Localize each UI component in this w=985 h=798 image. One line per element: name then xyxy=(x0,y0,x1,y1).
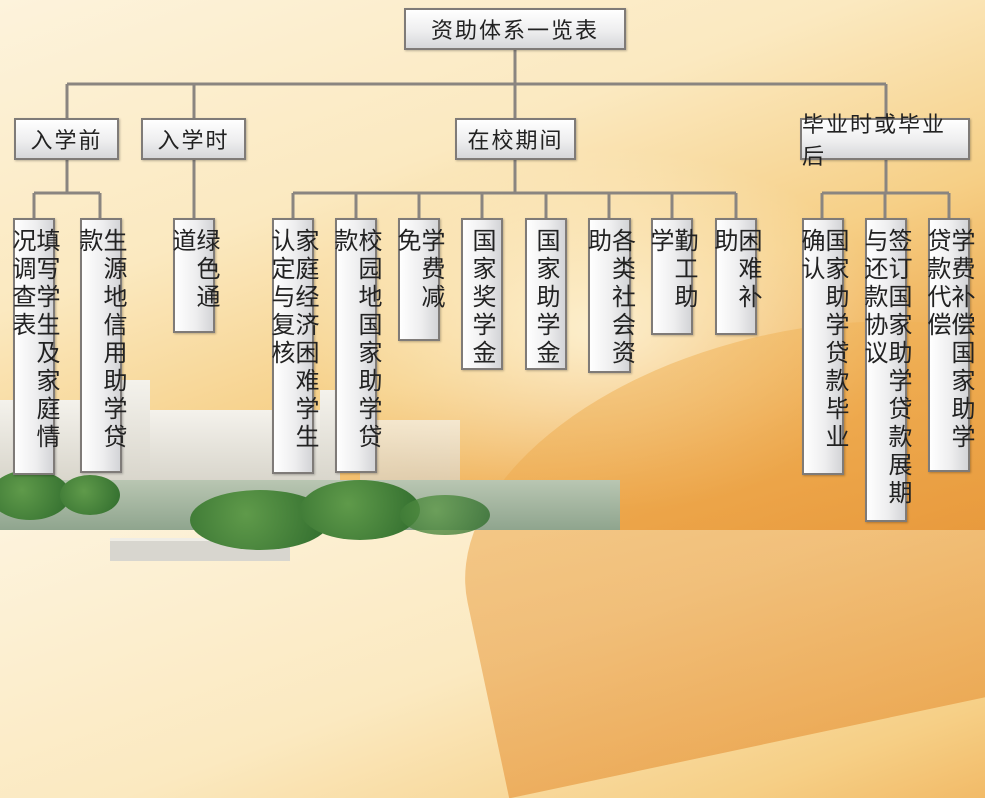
leaf-loan-extension-agreement: 签订国家助学贷款展期与还款协议 xyxy=(860,218,912,522)
stage-graduation: 毕业时或毕业后 xyxy=(800,113,970,170)
stage-during-school: 在校期间 xyxy=(455,118,576,160)
leaf-national-scholarship: 国家奖学金 xyxy=(461,218,503,370)
leaf-loan-graduation-confirmation: 国家助学贷款毕业确认 xyxy=(797,218,849,475)
root-title-box: 资助体系一览表 xyxy=(404,8,626,50)
leaf-green-channel: 绿色通道 xyxy=(168,218,220,333)
leaf-hardship-subsidy: 困难补助 xyxy=(710,218,762,335)
leaf-hardship-identification: 家庭经济困难学生认定与复核 xyxy=(267,218,319,474)
leaf-work-study: 勤工助学 xyxy=(646,218,698,335)
leaf-national-grant: 国家助学金 xyxy=(525,218,567,370)
leaf-tuition-waiver: 学费减免 xyxy=(393,218,445,341)
stage-before-enrollment: 入学前 xyxy=(14,118,119,160)
connector-lines xyxy=(32,50,951,218)
leaf-campus-loan: 校园地国家助学贷款 xyxy=(330,218,382,473)
leaf-social-aid: 各类社会资助 xyxy=(584,218,636,373)
stage-at-enrollment: 入学时 xyxy=(141,118,246,160)
leaf-survey-form: 填写学生及家庭情况调查表 xyxy=(8,218,60,475)
leaf-tuition-compensation: 学费补偿国家助学贷款代偿 xyxy=(923,218,975,472)
leaf-origin-credit-loan: 生源地信用助学贷款 xyxy=(75,218,127,473)
